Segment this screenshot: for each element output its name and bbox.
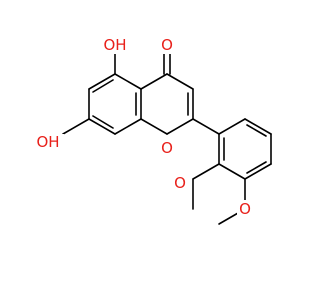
atom-label-o-keto: O	[161, 36, 173, 54]
bond	[140, 118, 168, 135]
atom-oh-5: OH	[103, 36, 127, 54]
atom-mask	[172, 174, 188, 192]
bond	[192, 163, 220, 180]
atom-label-oh-7: OH	[36, 133, 59, 151]
atom-label-o-methoxy-2: O	[174, 174, 186, 192]
bond	[246, 161, 267, 174]
atom-o-keto: O	[159, 36, 175, 54]
bond	[246, 124, 267, 137]
structure-canvas: OH O OH O O O	[36, 36, 272, 225]
atom-mask	[159, 36, 175, 54]
bond	[166, 118, 194, 135]
atom-o-ring: O	[159, 139, 175, 157]
atom-mask	[36, 134, 64, 152]
atom-layer: OH O OH O O O	[36, 36, 253, 218]
atom-label-o-ring: O	[161, 139, 173, 157]
bond	[114, 118, 142, 135]
atom-o-methoxy-2: O	[172, 174, 188, 192]
atom-mask	[237, 200, 253, 218]
bond	[192, 118, 220, 135]
bond	[114, 73, 142, 90]
atom-o-methoxy-3: O	[237, 200, 253, 218]
bond-layer	[62, 51, 272, 225]
bond	[244, 163, 272, 180]
atom-mask	[159, 139, 175, 157]
bond	[88, 73, 116, 90]
atom-label-o-methoxy-3: O	[239, 200, 251, 218]
structure-svg: OH O OH O O O	[36, 36, 272, 225]
bond	[218, 118, 246, 135]
bond	[92, 79, 114, 93]
atom-mask	[103, 36, 127, 54]
atom-oh-7: OH	[36, 133, 64, 152]
bond	[166, 73, 194, 90]
bond	[62, 118, 90, 135]
bond	[140, 73, 168, 90]
bond	[88, 118, 116, 135]
bond	[92, 115, 114, 129]
bond	[218, 163, 246, 180]
bond	[244, 118, 272, 135]
atom-label-oh-5: OH	[103, 36, 126, 54]
